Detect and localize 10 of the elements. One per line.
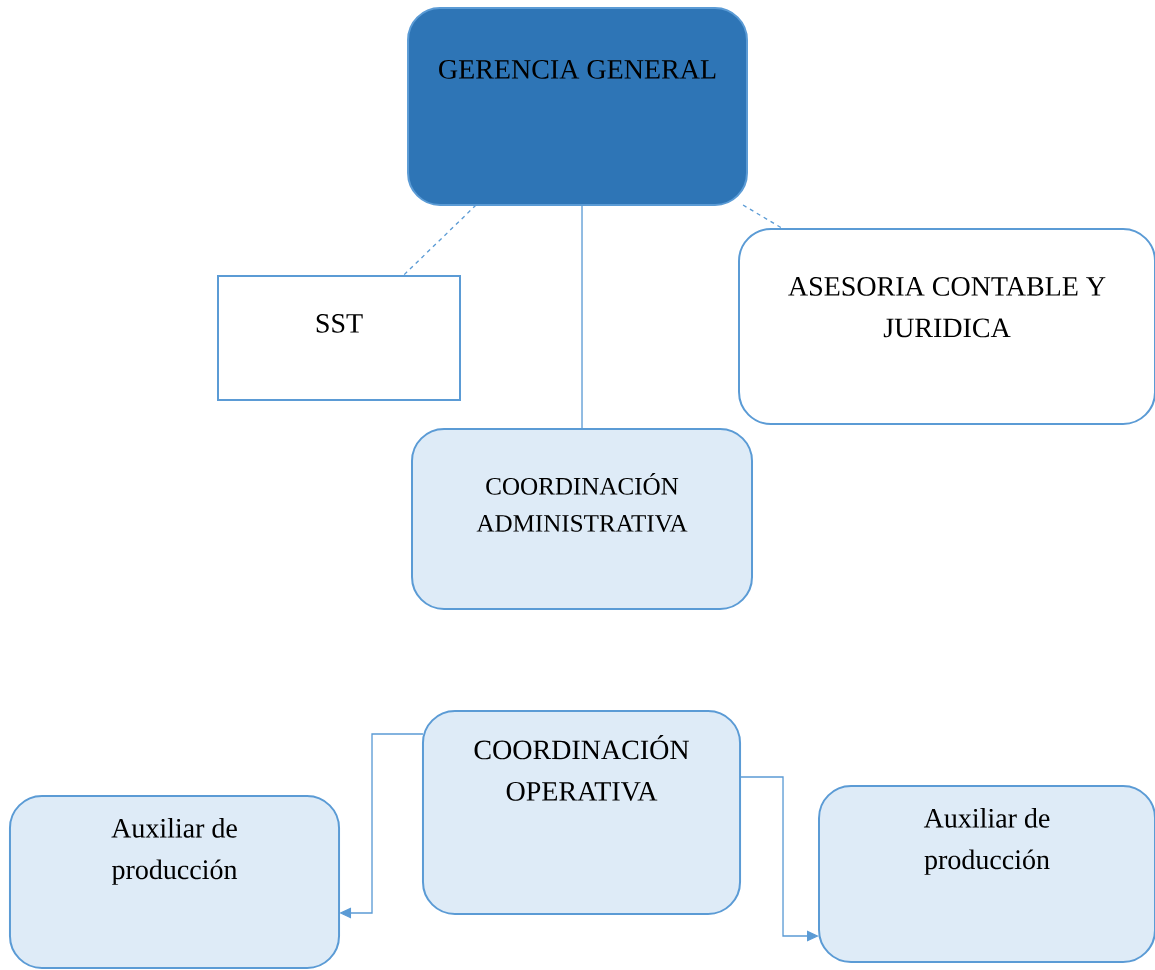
unit-box: Auxiliar de producción xyxy=(818,785,1155,963)
connector xyxy=(739,776,819,942)
unit-box: COORDINACIÓN ADMINISTRATIVA xyxy=(411,428,753,610)
connector xyxy=(581,204,583,430)
advisory-box: SST xyxy=(217,275,461,401)
advisory-box: ASESORIA CONTABLE Y JURIDICA xyxy=(738,228,1155,425)
unit-box: COORDINACIÓN OPERATIVA xyxy=(421,710,742,915)
top-box: GERENCIA GENERAL xyxy=(407,6,748,207)
unit-box: Auxiliar de producción xyxy=(8,795,341,969)
connector xyxy=(402,204,477,277)
